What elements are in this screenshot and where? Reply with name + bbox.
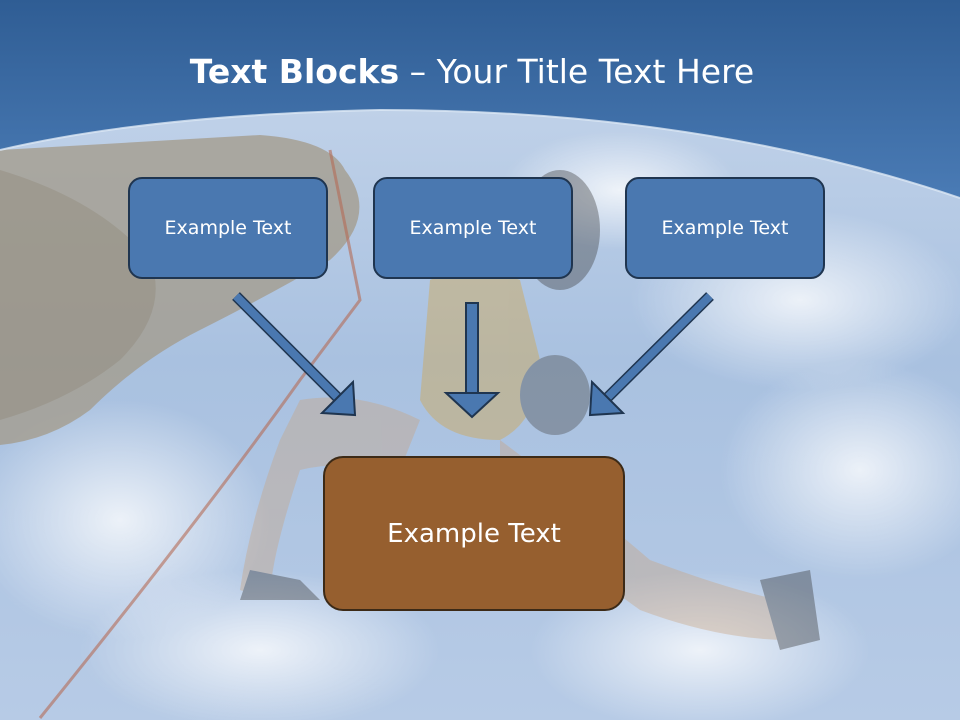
title-rest: Your Title Text Here bbox=[436, 52, 755, 91]
text-block-center[interactable]: Example Text bbox=[373, 177, 573, 279]
text-block-left[interactable]: Example Text bbox=[128, 177, 328, 279]
text-block-bottom-label: Example Text bbox=[387, 518, 561, 549]
text-block-left-label: Example Text bbox=[164, 217, 292, 239]
title-dash: – bbox=[399, 52, 437, 91]
slide-title: Text Blocks – Your Title Text Here bbox=[0, 52, 944, 91]
text-block-bottom[interactable]: Example Text bbox=[323, 456, 625, 611]
title-bold: Text Blocks bbox=[189, 52, 400, 91]
header-band bbox=[0, 0, 960, 198]
text-block-center-label: Example Text bbox=[409, 217, 537, 239]
text-block-right-label: Example Text bbox=[661, 217, 789, 239]
text-block-right[interactable]: Example Text bbox=[625, 177, 825, 279]
